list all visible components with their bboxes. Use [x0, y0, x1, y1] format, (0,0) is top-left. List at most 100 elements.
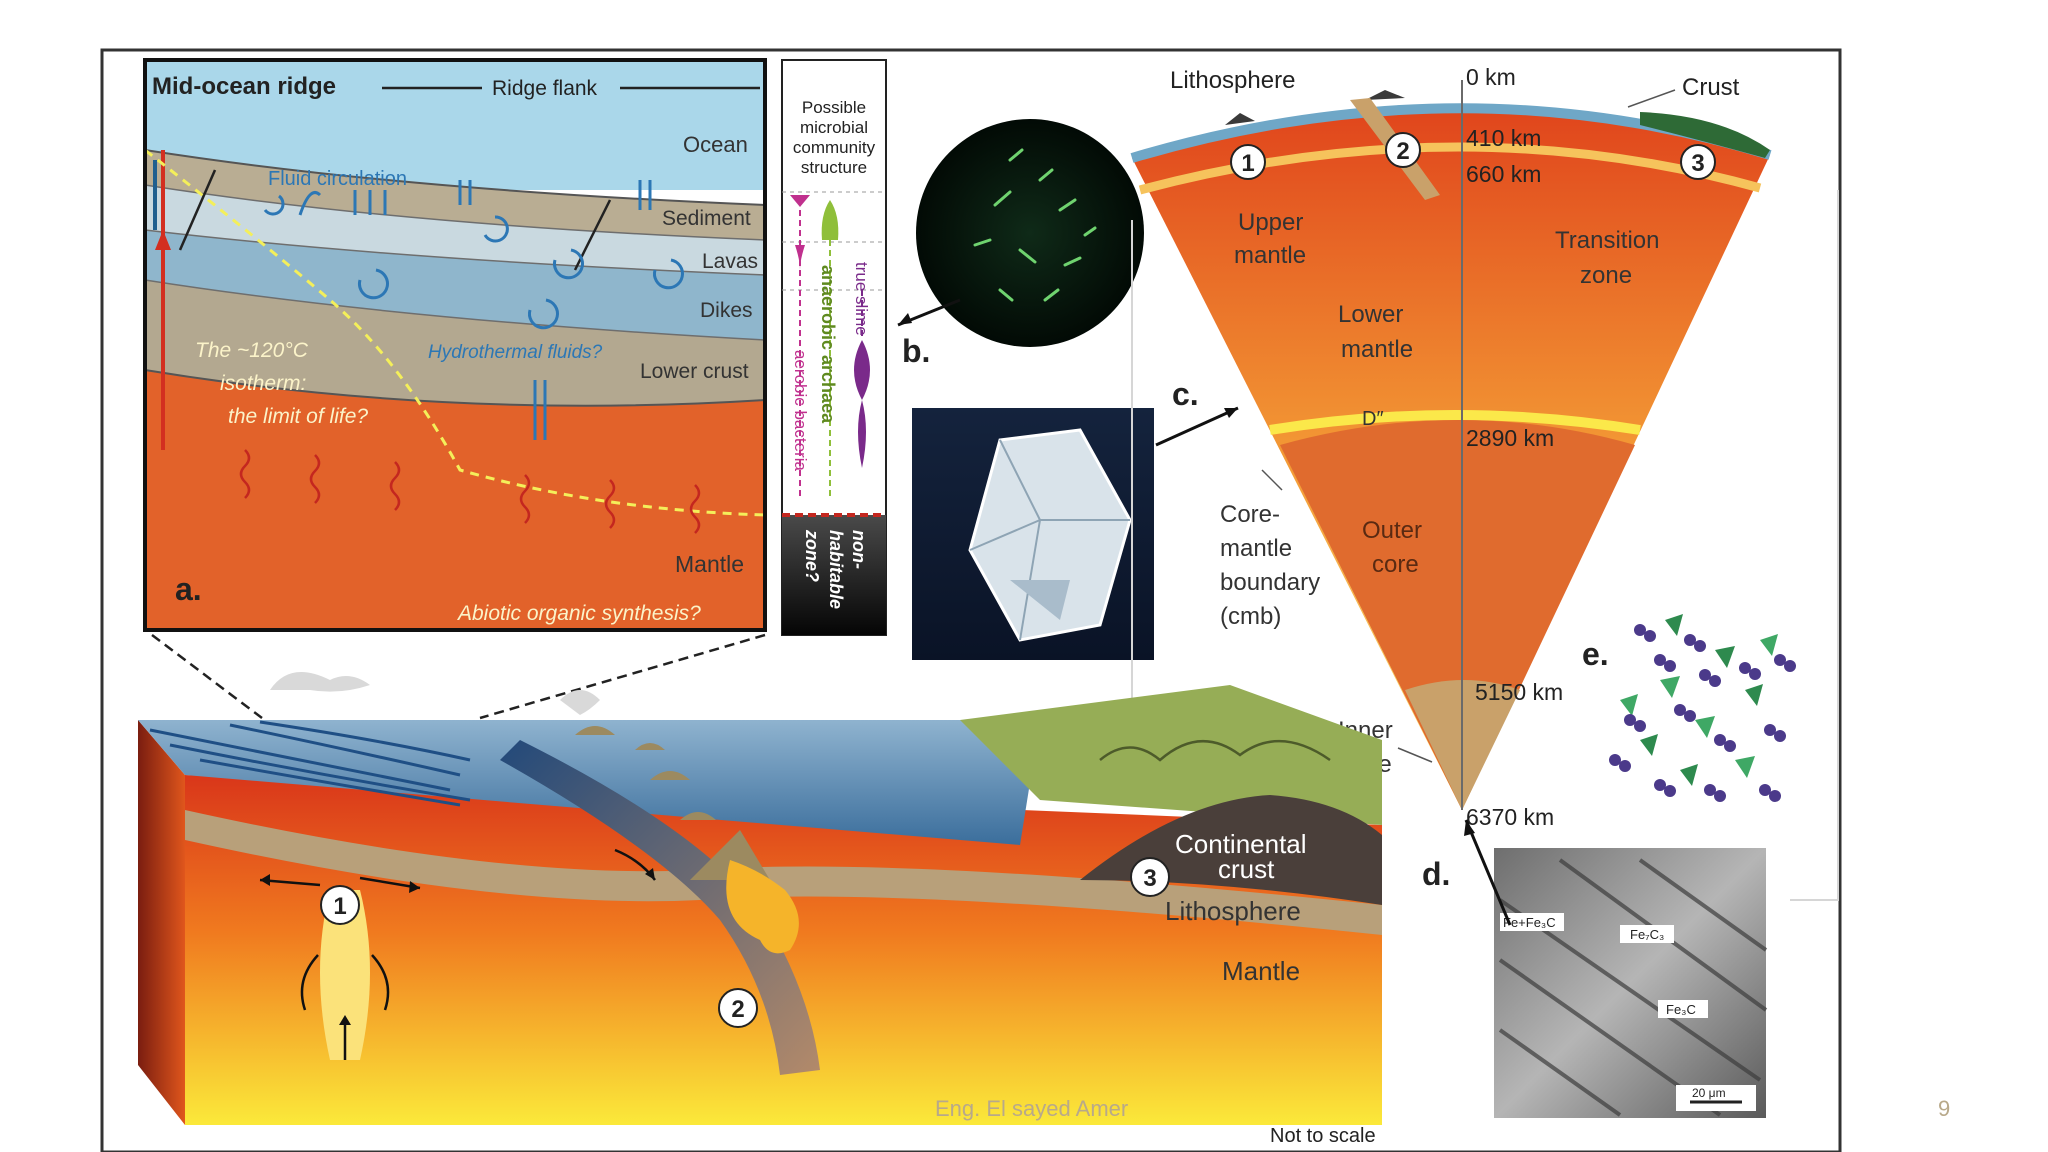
sediment-label: Sediment [662, 207, 751, 230]
mantle-label-a: Mantle [675, 551, 744, 577]
panel-d-letter: d. [1422, 856, 1450, 892]
arc-volcano [690, 830, 770, 880]
non-habitable-2: habitable [826, 530, 846, 609]
isotherm-label-3: the limit of life? [228, 405, 368, 428]
isotherm-line [145, 148, 765, 517]
outer-core-2: core [1372, 551, 1419, 578]
panel-e-letter: e. [1582, 636, 1609, 672]
block-marker-3: 3 [1143, 865, 1156, 892]
cmb-3: boundary [1220, 569, 1320, 596]
figure-frame [100, 48, 1842, 1152]
archaea-marker [821, 200, 839, 240]
lower-mantle-1: Lower [1338, 301, 1403, 328]
continent-hills [1099, 739, 1331, 762]
crust-dark-2 [1365, 90, 1405, 100]
footer-page-number: 9 [1938, 1096, 1951, 1121]
connector-left [151, 634, 263, 719]
panel-c: 1 2 3 Lithosphere Crust 0 km 410 km 660 … [1130, 64, 1839, 901]
lithosphere-band [185, 810, 1382, 935]
ridge-fabric [149, 720, 471, 807]
slime-marker [854, 340, 870, 468]
ridge-flank-label: Ridge flank [492, 77, 598, 100]
lavas-label: Lavas [702, 250, 758, 273]
crust-green [1640, 112, 1770, 158]
block-side-face [138, 720, 185, 1125]
fe7c3-label: Fe₇C₃ [1630, 927, 1664, 942]
outer-core-1: Outer [1362, 517, 1422, 544]
microbe-cells [973, 148, 1097, 302]
crystal-lattice [1609, 614, 1796, 802]
transition-1: Transition [1555, 227, 1659, 254]
crust-dark-1 [1225, 113, 1255, 125]
diamond-photo [912, 406, 1239, 660]
panel-d: Fe+Fe₃C Fe₇C₃ Fe₃C 20 μm d. [1422, 819, 1768, 1118]
continental-crust-label-2: crust [1218, 854, 1275, 884]
wedge-marker-3: 3 [1691, 150, 1704, 177]
dikes-label: Dikes [700, 299, 753, 322]
outer-core [1280, 420, 1635, 810]
ridge-smoke [270, 672, 370, 692]
depth-6370: 6370 km [1466, 804, 1554, 830]
fe-fe3c-label: Fe+Fe₃C [1503, 915, 1556, 930]
depth-660: 660 km [1466, 161, 1541, 187]
volcano-smoke [560, 690, 600, 715]
archaea-label: anaerobic archaea [818, 265, 838, 424]
sem-scale-label: 20 μm [1692, 1086, 1726, 1100]
transition-2: zone [1580, 262, 1632, 289]
block-marker-2: 2 [731, 996, 744, 1023]
non-habitable-zone [782, 515, 886, 635]
lithosphere-label-c: Lithosphere [1170, 67, 1295, 94]
heat-squiggles [239, 449, 701, 534]
diamond-arrow [1155, 406, 1239, 447]
community-header-2: microbial [800, 118, 868, 137]
lower-crust-label: Lower crust [640, 360, 749, 383]
block-marker-1: 1 [333, 893, 346, 920]
continental-crust-label-1: Continental [1175, 829, 1307, 859]
fe3c-label: Fe₃C [1666, 1002, 1696, 1017]
dikes-layer [145, 230, 765, 340]
aerobic-label: aerobic bacteria [791, 350, 810, 472]
not-to-scale-label: Not to scale [1270, 1125, 1376, 1147]
block-diagram: 1 2 3 Continental crust Lithosphere Mant… [138, 633, 1382, 1147]
d-double-prime-label: D″ [1362, 408, 1384, 430]
depth-2890: 2890 km [1466, 425, 1554, 451]
panel-a: Ridge flank Mid-ocean ridge Ocean Fluid … [145, 60, 765, 630]
community-header-1: Possible [802, 98, 866, 117]
circulation-arrows [263, 180, 684, 440]
ridge-plume [320, 890, 370, 1060]
ocean-label: Ocean [683, 132, 748, 157]
crust-label-c: Crust [1682, 74, 1740, 101]
footer-author: Eng. El sayed Amer [935, 1096, 1129, 1121]
community-column: Possible microbial community structure a… [781, 59, 887, 636]
d-double-prime [1269, 410, 1641, 435]
non-habitable-1: non- [849, 530, 869, 569]
isotherm-label-2: isotherm: [220, 372, 306, 395]
non-habitable-3: zone? [802, 529, 822, 582]
lower-mantle-2: mantle [1341, 336, 1413, 363]
panel-c-letter: c. [1172, 376, 1199, 412]
continent-land [960, 685, 1382, 825]
connector-right [479, 633, 766, 720]
depth-0: 0 km [1466, 64, 1516, 90]
fault-line-1 [178, 169, 217, 251]
moho-boundary [145, 369, 765, 407]
transition-band [1138, 142, 1762, 195]
abiotic-label: Abiotic organic synthesis? [456, 602, 701, 625]
slime-label: true slime [852, 262, 871, 336]
aerobic-marker-2 [795, 245, 805, 270]
mantle-label-block: Mantle [1222, 956, 1300, 986]
cmb-1: Core- [1220, 501, 1280, 528]
panel-d-arrow [1464, 819, 1512, 926]
community-header-3: community [793, 138, 876, 157]
upwelling-arrowhead [155, 230, 171, 250]
depth-5150: 5150 km [1475, 679, 1563, 705]
microscopy-image [916, 119, 1144, 347]
lavas-layer [145, 185, 765, 275]
lower-crust-boundary [145, 279, 765, 341]
panel-a-title: Mid-ocean ridge [152, 73, 336, 100]
mantle-layer-a [145, 370, 765, 630]
dike-boundary [145, 229, 765, 276]
cmb-2: mantle [1220, 535, 1292, 562]
lava-boundary [145, 184, 765, 241]
